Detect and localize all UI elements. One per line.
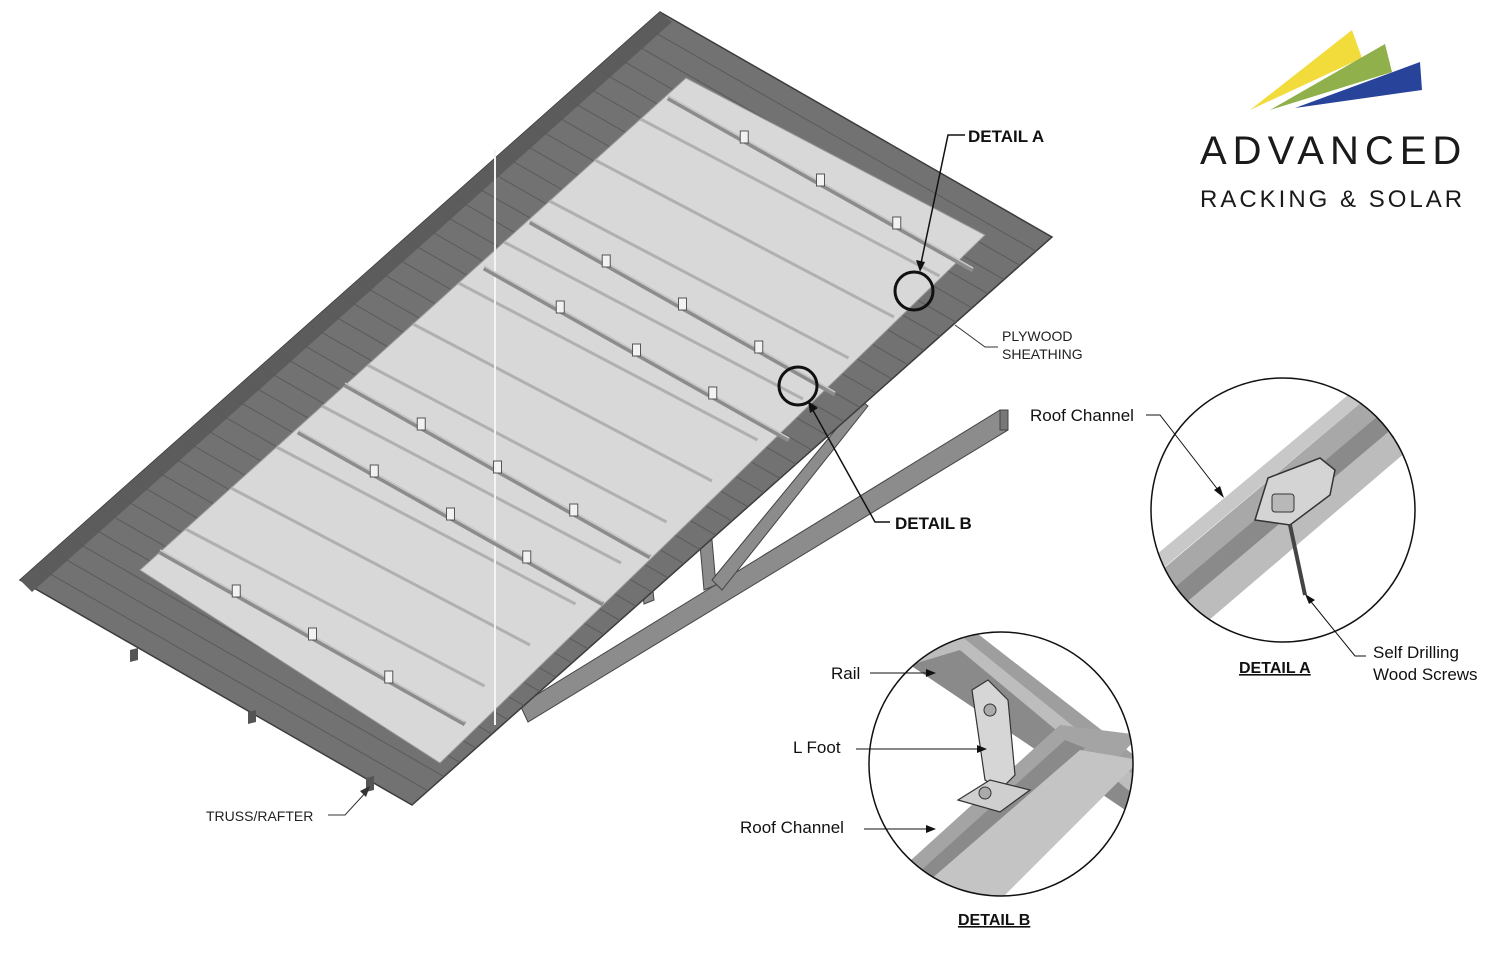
- l-foot: [369, 464, 379, 478]
- l-feet: [231, 130, 902, 684]
- detail-a-roof-channel-label: Roof Channel: [1030, 406, 1134, 425]
- l-foot: [384, 670, 394, 684]
- l-foot: [754, 340, 764, 354]
- plywood-sheathing: [139, 77, 986, 764]
- logo-stripe-green: [1270, 44, 1392, 110]
- l-foot: [231, 584, 241, 598]
- logo-stripe-blue: [1295, 62, 1422, 108]
- logo-stripe-yellow: [1250, 30, 1362, 110]
- plywood-label-line1: PLYWOOD: [1002, 328, 1073, 344]
- l-foot: [708, 386, 718, 400]
- detail-b-marker: [777, 365, 819, 407]
- l-foot: [892, 216, 902, 230]
- l-foot: [493, 460, 502, 474]
- l-foot: [816, 173, 825, 187]
- detail-b-view: Rail L Foot Roof Channel DETAIL B: [740, 631, 1134, 929]
- logo-line2: RACKING & SOLAR: [1200, 186, 1465, 213]
- detail-a-view: Roof Channel Self Drilling Wood Screws D…: [1030, 377, 1478, 684]
- l-foot: [446, 507, 455, 521]
- detail-a-callout: DETAIL A: [968, 127, 1044, 146]
- detail-a-screws-line2: Wood Screws: [1373, 665, 1478, 684]
- l-foot: [739, 130, 749, 144]
- detail-b-roof-channel-label: Roof Channel: [740, 818, 844, 837]
- truss-leader: [328, 789, 369, 816]
- l-foot: [601, 254, 611, 268]
- l-foot: [678, 297, 687, 311]
- l-foot: [416, 417, 426, 431]
- l-foot: [308, 627, 317, 641]
- detail-a-leader: [919, 134, 965, 269]
- l-foot: [555, 300, 565, 314]
- detail-a-marker: [893, 270, 935, 312]
- detail-b-lfoot-label: L Foot: [793, 738, 841, 757]
- detail-b-rail-label: Rail: [831, 664, 860, 683]
- detail-b-leader: [809, 404, 890, 523]
- plywood-leader: [954, 324, 998, 348]
- truss-label: TRUSS/RAFTER: [206, 808, 313, 824]
- detail-a-screws-line1: Self Drilling: [1373, 643, 1459, 662]
- company-logo: ADVANCED RACKING & SOLAR: [1200, 30, 1467, 213]
- logo-line1: ADVANCED: [1200, 129, 1467, 173]
- l-foot: [522, 550, 532, 564]
- l-foot: [632, 343, 641, 357]
- detail-b-title: DETAIL B: [958, 912, 1030, 929]
- plywood-label-line2: SHEATHING: [1002, 346, 1083, 362]
- detail-b-callout: DETAIL B: [895, 514, 972, 533]
- l-foot: [569, 503, 579, 517]
- detail-a-title: DETAIL A: [1239, 660, 1311, 677]
